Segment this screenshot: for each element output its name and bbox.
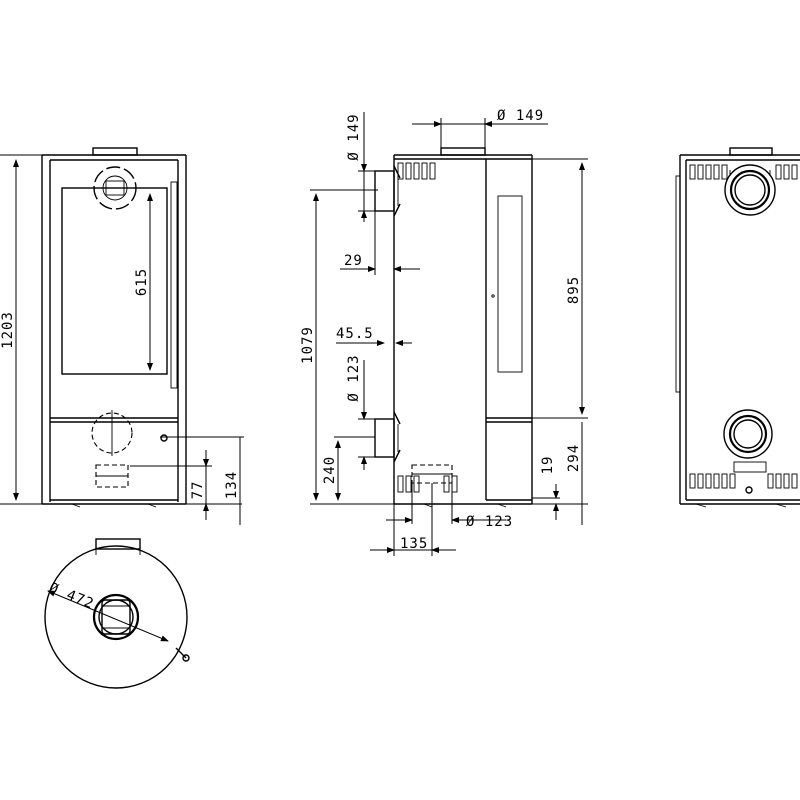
dim-bottom-19: 19	[540, 456, 556, 475]
rear-top-vents	[689, 164, 798, 180]
dim-bottom-offset: 135	[400, 536, 428, 552]
side-top-vents	[397, 162, 436, 180]
dim-flue-top-diameter: Ø 149	[497, 108, 544, 124]
dim-air-height: 240	[322, 456, 338, 484]
dim-front-bottom-a: 77	[190, 481, 206, 500]
side-air-inlet	[374, 411, 401, 463]
dim-front-bottom-b: 134	[224, 471, 240, 499]
top-view: Ø 472	[44, 538, 190, 689]
rear-bottom-vents	[689, 473, 798, 489]
dim-bottom-diameter: Ø 123	[466, 514, 513, 530]
front-view: 1203 615 77 134	[0, 147, 244, 525]
dim-air-diameter: Ø 123	[346, 354, 362, 401]
rear-view	[675, 147, 800, 508]
dim-bottom-294: 294	[566, 444, 582, 472]
front-air-circle	[91, 410, 133, 456]
dim-glass-height: 615	[134, 268, 150, 296]
dim-height-total: 1203	[0, 311, 16, 349]
side-view: Ø 149 Ø 149 29 1079 45.5 Ø 123	[300, 108, 588, 556]
front-flue-circle	[93, 166, 137, 210]
dim-height-side-flue: 1079	[300, 326, 316, 364]
dim-side-height: 895	[566, 276, 582, 304]
rear-flue-outlet	[724, 164, 776, 216]
dim-plan-diameter: Ø 472	[47, 580, 97, 613]
side-bottom-vents	[397, 475, 458, 493]
dim-offset-29: 29	[344, 253, 363, 269]
rear-air-inlet	[723, 409, 773, 459]
side-flue-outlet	[374, 165, 401, 217]
dim-offset-45-5: 45.5	[336, 326, 374, 342]
dim-flue-side-diameter: Ø 149	[346, 113, 362, 160]
